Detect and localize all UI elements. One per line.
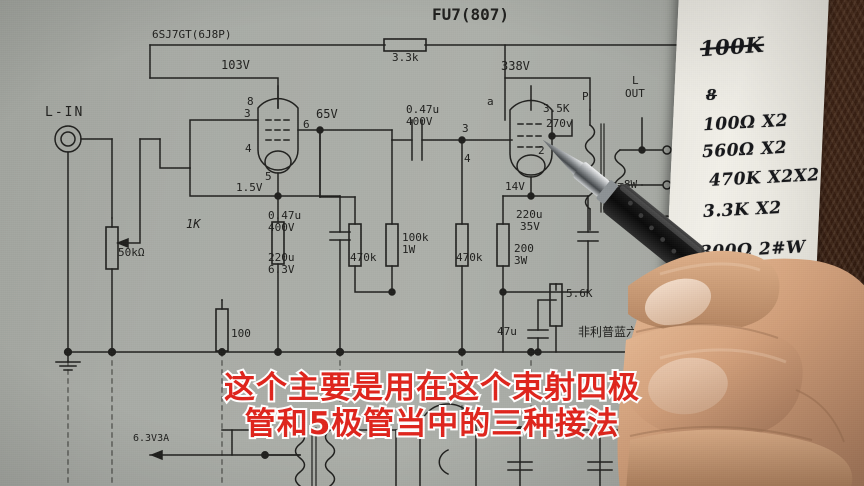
note-heading: 100K — [699, 31, 765, 62]
res-grid-b: 470k — [456, 251, 483, 264]
voltage-plate-1: 103V — [221, 58, 250, 72]
voltage-ht: 338V — [501, 59, 530, 73]
cap-coupling-1: 0.47u — [268, 209, 301, 222]
note-line-6: X2. — [734, 284, 768, 306]
res-screen-power: 1W — [402, 243, 416, 256]
cap-cathode-2-volt: 35V — [520, 220, 540, 233]
subtitle-overlay: 这个主要是用在这个束射四极 管和5极管当中的三种接法 — [0, 368, 864, 444]
v1-pin-4: 4 — [245, 142, 252, 155]
primary-impedance: 3.5K — [543, 102, 570, 115]
v1-pin-5: 5 — [265, 170, 272, 183]
v2-pin-2: 2 — [538, 144, 545, 157]
philips-note-cn: 非利普蓝六角 — [578, 325, 650, 339]
res-supply: 5.6K — [566, 287, 593, 300]
res-volume-pot: 50kΩ — [118, 246, 145, 259]
v2-pin-a: a — [487, 95, 494, 108]
res-grid-stopper: 100 — [231, 327, 251, 340]
cap-cathode-1: 220u — [268, 251, 295, 264]
cap-cathode-1-volt: 6.3V — [268, 263, 295, 276]
transformer-pin-p: P — [582, 90, 589, 103]
cap-coupling-2-volt: 400V — [406, 115, 433, 128]
v2-pin-4: 4 — [464, 152, 471, 165]
input-tube-label: 6SJ7GT(6J8P) — [152, 28, 231, 41]
cap-supply: 47u — [497, 325, 517, 338]
res-screen: 100k — [402, 231, 429, 244]
power-output-label: Po=8W — [604, 178, 637, 191]
v1-pin-8: 8 — [247, 95, 254, 108]
res-ht-dropper: 3.3k — [392, 51, 419, 64]
voltage-screen-1: 65V — [316, 107, 338, 121]
note-mark: 8 — [706, 86, 717, 104]
res-cathode-1: 1K — [186, 217, 201, 231]
subtitle-line-2: 管和5极管当中的三种接法 — [243, 404, 621, 444]
res-grid-a: 470k — [350, 251, 377, 264]
note-line-7: 1M — [705, 347, 739, 369]
input-jack-label: L-IN — [45, 105, 84, 120]
note-line-4: 3.3K X2 — [702, 197, 783, 223]
v1-pin-6: 6 — [303, 118, 310, 131]
res-cathode-2: 200 — [514, 242, 534, 255]
v2-pin-3: 3 — [462, 122, 469, 135]
heater-supply-label: 6.3V3A — [133, 433, 169, 444]
output-label-l: L — [632, 74, 639, 87]
output-label-out: OUT — [625, 87, 645, 100]
cap-coupling-2: 0.47u — [406, 103, 439, 116]
cap-cathode-2: 220u — [516, 208, 543, 221]
voltage-cathode-1: 1.5V — [236, 181, 263, 194]
subtitle-line-1: 这个主要是用在这个束射四极 — [222, 368, 641, 408]
res-cathode-2-power: 3W — [514, 254, 528, 267]
voltage-cathode-2: 14V — [505, 180, 525, 193]
voltage-screen-2: 270v — [546, 117, 573, 130]
cap-coupling-1-volt: 400V — [268, 221, 295, 234]
v1-pin-3: 3 — [244, 107, 251, 120]
schematic-title: FU7(807) — [432, 5, 509, 24]
